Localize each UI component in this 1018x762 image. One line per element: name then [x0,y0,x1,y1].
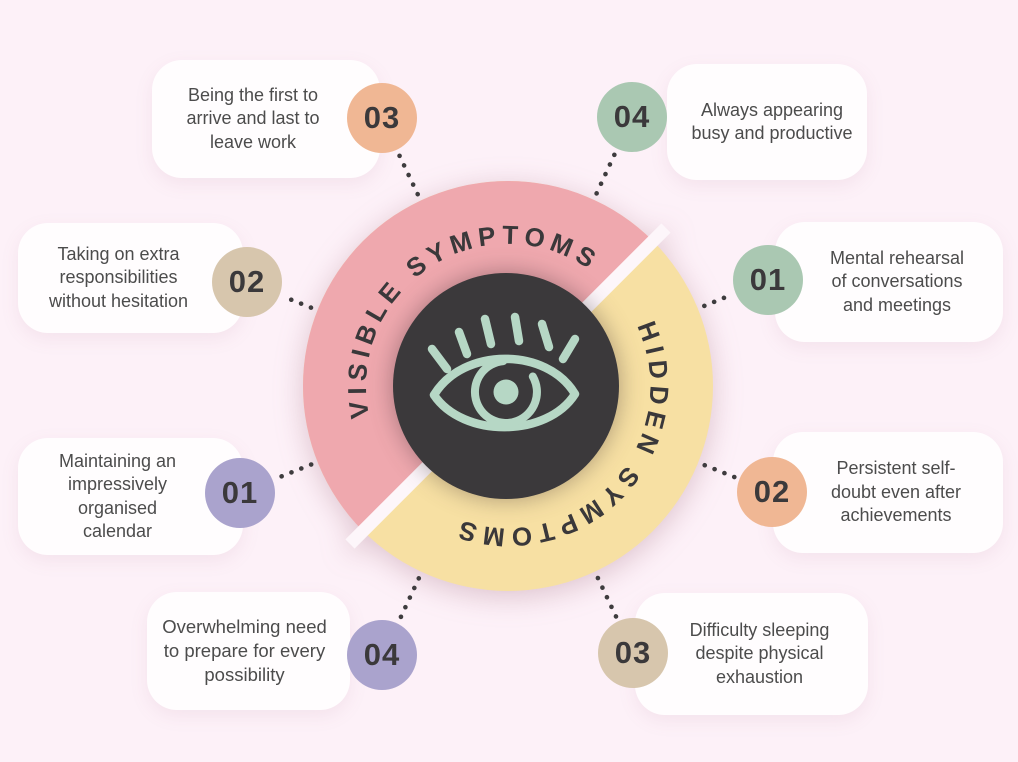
dotted-connector-lower-right [702,462,740,481]
badge-number: 04 [363,637,401,672]
symptom-card-visible-03: Being the first to arrive and last to le… [152,60,380,178]
symptom-card-visible-01: Maintaining an impressively organised ca… [18,438,243,555]
badge-number: 04 [613,99,651,134]
symptom-text: Maintaining an impressively organised ca… [58,450,177,541]
symptom-card-hidden-01: Mental rehearsal of conversations and me… [775,222,1003,342]
dotted-connector-right [701,291,736,309]
symptom-text: Mental rehearsal of conversations and me… [829,247,965,315]
symptom-card-hidden-02: Persistent self-doubt even after achieve… [773,432,1003,553]
symptom-text: Persistent self-doubt even after achieve… [830,458,962,526]
symptom-text: Always appearing busy and productive [691,99,853,143]
number-badge-visible-01: 01 [205,458,275,528]
symptom-card-hidden-04: Always appearing busy and productive [667,64,867,180]
symptom-text: Overwhelming need to prepare for every p… [162,615,327,686]
number-badge-hidden-02: 02 [737,457,807,527]
symptom-text: Difficulty sleeping despite physical exh… [689,619,830,687]
eye-icon [427,312,580,432]
badge-number: 01 [749,262,787,297]
symptom-text: Being the first to arrive and last to le… [186,84,320,152]
number-badge-visible-02: 02 [212,247,282,317]
symptom-text: Taking on extra responsibilities without… [48,243,189,311]
badge-number: 02 [753,474,791,509]
symptom-card-visible-02: Taking on extra responsibilities without… [18,223,243,333]
number-badge-visible-03: 03 [347,83,417,153]
connector-lines [273,151,740,624]
symptom-card-hidden-03: Difficulty sleeping despite physical exh… [635,593,868,715]
dotted-connector-bottom-left [396,575,422,624]
number-badge-visible-04: 04 [347,620,417,690]
badge-number: 03 [363,100,401,135]
dotted-connector-left [279,293,314,310]
number-badge-hidden-03: 03 [598,618,668,688]
number-badge-hidden-01: 01 [733,245,803,315]
dotted-connector-bottom-right [595,575,621,623]
badge-number: 02 [228,264,266,299]
symptom-card-visible-04: Overwhelming need to prepare for every p… [147,592,350,710]
dotted-connector-top-right [594,151,618,196]
dotted-connector-lower-left [273,462,314,482]
badge-number: 03 [614,635,652,670]
dotted-connector-top-left [396,152,421,197]
number-badge-hidden-04: 04 [597,82,667,152]
badge-number: 01 [221,475,259,510]
